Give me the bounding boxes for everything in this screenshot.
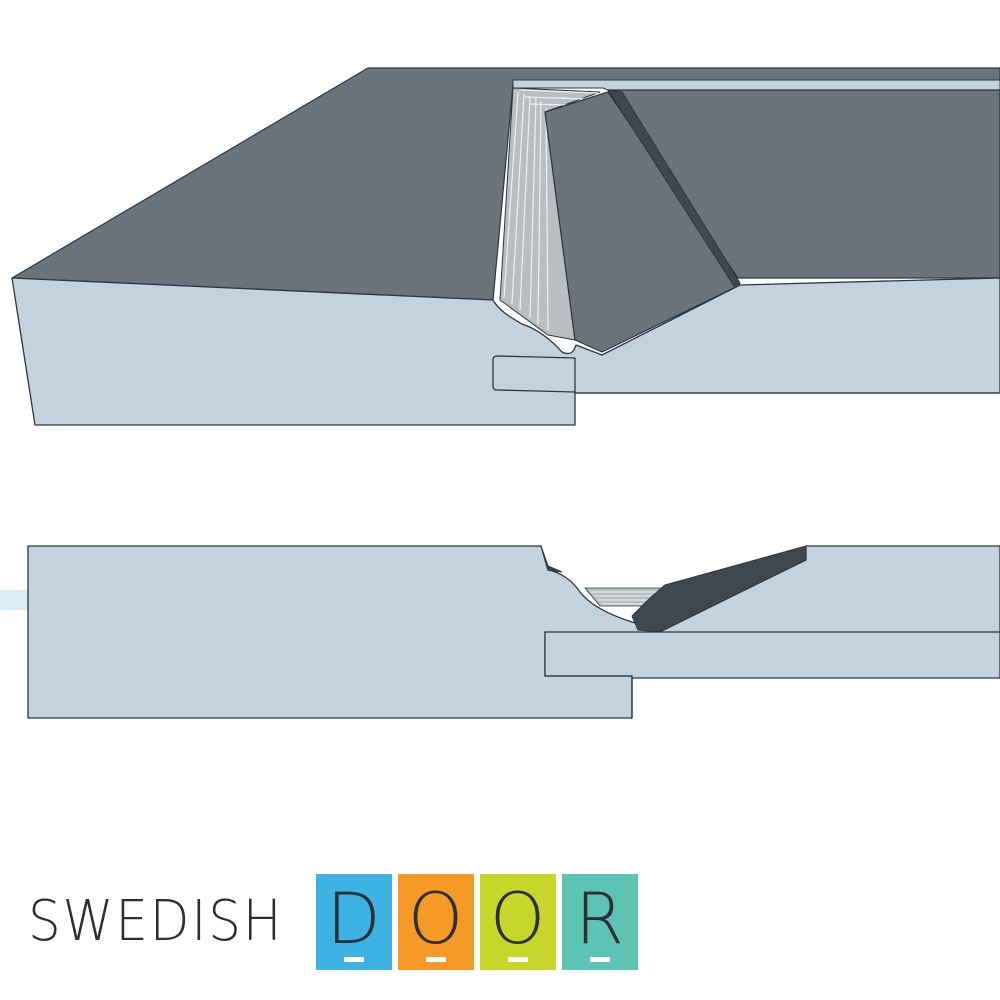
swedish-door-logo: SWEDISH D O O R	[28, 874, 644, 970]
logo-tile-letter: R	[575, 878, 624, 960]
logo-tile-letter: O	[408, 878, 464, 960]
logo-tile-bar	[343, 957, 364, 962]
upper-bevel-edge	[606, 89, 741, 287]
logo-tile-d: D	[315, 874, 392, 970]
logo-tile-o1: O	[397, 874, 474, 970]
logo-tile-bar	[507, 957, 528, 962]
logo-tile-bar	[425, 957, 446, 962]
logo-tile-letter: D	[326, 878, 381, 960]
lower-notch	[540, 545, 563, 573]
upper-front-face	[11, 277, 1000, 426]
upper-profile-3d	[11, 67, 1000, 426]
lower-groove-striations	[590, 591, 660, 605]
lower-profile-section	[0, 545, 1000, 719]
upper-back-rim	[512, 79, 1000, 91]
upper-tongue	[492, 355, 576, 394]
logo-tile-o2: O	[479, 874, 556, 970]
logo-tile-r: R	[561, 874, 638, 970]
logo-tile-bar	[589, 957, 610, 962]
lower-section-body	[27, 545, 1000, 719]
lower-left-glow	[0, 590, 28, 610]
lower-bevel	[631, 545, 807, 633]
logo-tile-letter: O	[490, 878, 546, 960]
upper-groove-striations	[503, 89, 599, 331]
upper-bevel-face	[544, 91, 741, 353]
logo-word: SWEDISH	[28, 889, 284, 954]
